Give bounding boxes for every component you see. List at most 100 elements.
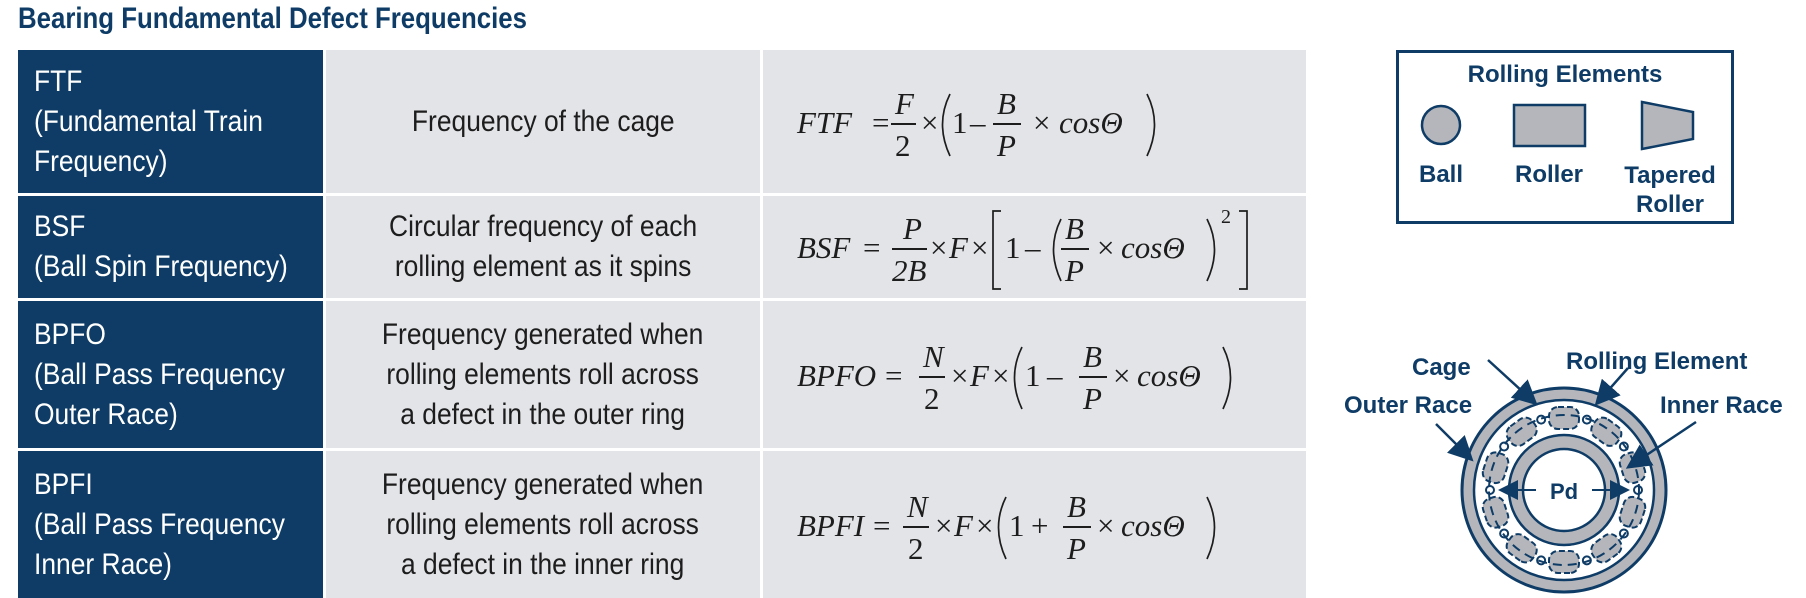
ftf-name-line-1: (Fundamental Train bbox=[34, 104, 263, 138]
ftf-formula-cos: cosΘ bbox=[1059, 105, 1123, 140]
bpfi-formula-f: F bbox=[953, 508, 974, 543]
ftf-formula-one: 1 bbox=[952, 105, 968, 140]
bsf-formula-minus: – bbox=[1024, 230, 1041, 265]
pd-label: Pd bbox=[1550, 479, 1578, 504]
legend-roller-label: Roller bbox=[1514, 161, 1583, 188]
bpfi-formula-lhs: BPFI bbox=[797, 508, 866, 543]
bsf-formula-2b-den: 2B bbox=[892, 253, 927, 288]
bpfo-formula-b-den: P bbox=[1082, 381, 1102, 416]
bpfi-formula-cell: BPFI = N 2 × F × 1 + B P × cosΘ bbox=[763, 451, 1306, 598]
bsf-left-paren bbox=[1052, 218, 1062, 282]
bsf-desc-line-1: Circular frequency of each bbox=[388, 210, 698, 243]
bsf-name-line-1: (Ball Spin Frequency) bbox=[34, 250, 288, 283]
bpfi-abbr: BPFI bbox=[34, 467, 93, 501]
bpfi-name-line-2: Inner Race) bbox=[34, 547, 172, 581]
bsf-description-cell: Circular frequency of each rolling eleme… bbox=[326, 196, 760, 298]
bpfi-formula-plus: + bbox=[1031, 508, 1048, 543]
bpfi-right-paren bbox=[1206, 496, 1216, 559]
bsf-formula-exponent: 2 bbox=[1221, 206, 1231, 228]
bsf-formula-lhs: BSF bbox=[797, 230, 851, 265]
rolling-element-label: Rolling Element bbox=[1566, 348, 1748, 375]
bsf-formula-times: × bbox=[930, 230, 947, 265]
legend-tapered-roller-label: Tapered Roller bbox=[1624, 162, 1716, 218]
bsf-formula-p-num: P bbox=[902, 211, 922, 246]
bsf-formula-cos: cosΘ bbox=[1121, 230, 1185, 265]
outer-race-arrow bbox=[1435, 423, 1474, 462]
bpfo-description-cell: Frequency generated when rolling element… bbox=[326, 301, 760, 448]
bpfo-desc-line-1: Frequency generated when bbox=[382, 317, 704, 351]
ftf-formula-eq: = bbox=[872, 105, 889, 140]
bsf-formula-times-2: × bbox=[971, 230, 988, 265]
bsf-formula-b-den: P bbox=[1064, 253, 1084, 288]
bpfi-formula-times-3: × bbox=[1097, 508, 1114, 543]
rolling-element bbox=[1590, 416, 1623, 447]
rolling-element bbox=[1618, 495, 1647, 529]
bearing-diagram: Pd bbox=[1435, 359, 1697, 594]
cage-arrow bbox=[1487, 359, 1538, 406]
ftf-formula-minus: – bbox=[969, 105, 986, 140]
bsf-formula-b-num: B bbox=[1065, 211, 1084, 246]
ftf-right-paren bbox=[1146, 93, 1156, 156]
cage-outer-circle bbox=[1488, 414, 1640, 566]
ftf-formula-times-2: × bbox=[1033, 105, 1050, 140]
bpfo-formula-cell: BPFO = N 2 × F × 1 – B P × cosΘ bbox=[763, 301, 1306, 448]
legend-ball-label: Ball bbox=[1418, 161, 1463, 188]
rolling-elements-shapes bbox=[1420, 100, 1695, 151]
ftf-formula: FTF = F 2 × 1 – B P × cosΘ bbox=[796, 86, 1156, 163]
bsf-desc-line-2: rolling element as it spins bbox=[394, 250, 692, 283]
bpfo-formula-times: × bbox=[951, 358, 968, 393]
ftf-name-cell: FTF (Fundamental Train Frequency) bbox=[18, 50, 323, 193]
bpfi-left-paren bbox=[997, 496, 1007, 559]
inner-race-arrow bbox=[1625, 420, 1697, 469]
bpfo-formula-cos: cosΘ bbox=[1137, 358, 1201, 393]
ftf-left-paren bbox=[941, 93, 951, 156]
rolling-elements-legend: Rolling Elements Ball Roller Tapered Rol… bbox=[1396, 50, 1734, 224]
ftf-formula-lhs: FTF bbox=[796, 105, 853, 140]
bsf-left-bracket bbox=[992, 210, 1001, 290]
bpfi-formula-one: 1 bbox=[1009, 508, 1025, 543]
bsf-formula-one: 1 bbox=[1005, 230, 1021, 265]
bpfo-formula-lhs: BPFO bbox=[797, 358, 876, 393]
ftf-abbr: FTF bbox=[34, 64, 83, 98]
roller-shape bbox=[1512, 103, 1587, 148]
bpfi-description-cell: Frequency generated when rolling element… bbox=[326, 451, 760, 598]
bpfo-formula-f: F bbox=[969, 358, 990, 393]
bpfo-formula-minus: – bbox=[1046, 358, 1063, 393]
bpfi-formula-b-den: P bbox=[1066, 531, 1086, 566]
bpfo-desc-line-3: a defect in the outer ring bbox=[400, 397, 686, 431]
bpfi-formula-times-2: × bbox=[976, 508, 993, 543]
bsf-right-paren bbox=[1206, 218, 1216, 282]
rolling-element bbox=[1548, 406, 1580, 430]
bsf-name-cell: BSF (Ball Spin Frequency) bbox=[18, 196, 323, 298]
bpfo-formula-2-den: 2 bbox=[924, 381, 940, 416]
inner-race-label: Inner Race bbox=[1660, 392, 1783, 419]
bpfi-formula-eq: = bbox=[873, 508, 890, 543]
bpfi-desc-line-3: a defect in the inner ring bbox=[401, 547, 685, 581]
bpfi-name-cell: BPFI (Ball Pass Frequency Inner Race) bbox=[18, 451, 323, 598]
page-title: Bearing Fundamental Defect Frequencies bbox=[18, 2, 527, 35]
bpfi-formula-2-den: 2 bbox=[908, 531, 924, 566]
bpfi-formula-cos: cosΘ bbox=[1121, 508, 1185, 543]
legend-title: Rolling Elements bbox=[1467, 61, 1663, 88]
ftf-desc-line-1: Frequency of the cage bbox=[411, 104, 675, 138]
rolling-element bbox=[1481, 451, 1510, 485]
ball-shape bbox=[1420, 104, 1462, 146]
tapered-roller-shape bbox=[1640, 100, 1695, 151]
bpfi-desc-line-2: rolling elements roll across bbox=[386, 507, 700, 541]
cage-label: Cage bbox=[1412, 354, 1471, 381]
bsf-formula-f: F bbox=[948, 230, 969, 265]
bpfi-desc-line-1: Frequency generated when bbox=[382, 467, 704, 501]
ftf-formula-b-num: B bbox=[997, 86, 1016, 121]
bpfo-formula-n-num: N bbox=[922, 339, 946, 374]
bpfo-left-paren bbox=[1013, 346, 1023, 409]
bpfo-formula-times-2: × bbox=[992, 358, 1009, 393]
ftf-formula-f-num: F bbox=[894, 86, 915, 121]
cage-pin bbox=[1499, 441, 1510, 452]
bsf-formula-eq: = bbox=[863, 230, 880, 265]
bsf-abbr: BSF bbox=[34, 210, 86, 243]
bpfi-name-line-1: (Ball Pass Frequency bbox=[34, 507, 285, 541]
outer-race-label: Outer Race bbox=[1344, 392, 1473, 419]
rolling-element bbox=[1481, 495, 1510, 529]
bpfo-formula: BPFO = N 2 × F × 1 – B P × cosΘ bbox=[797, 339, 1232, 416]
bpfo-right-paren bbox=[1222, 346, 1232, 409]
